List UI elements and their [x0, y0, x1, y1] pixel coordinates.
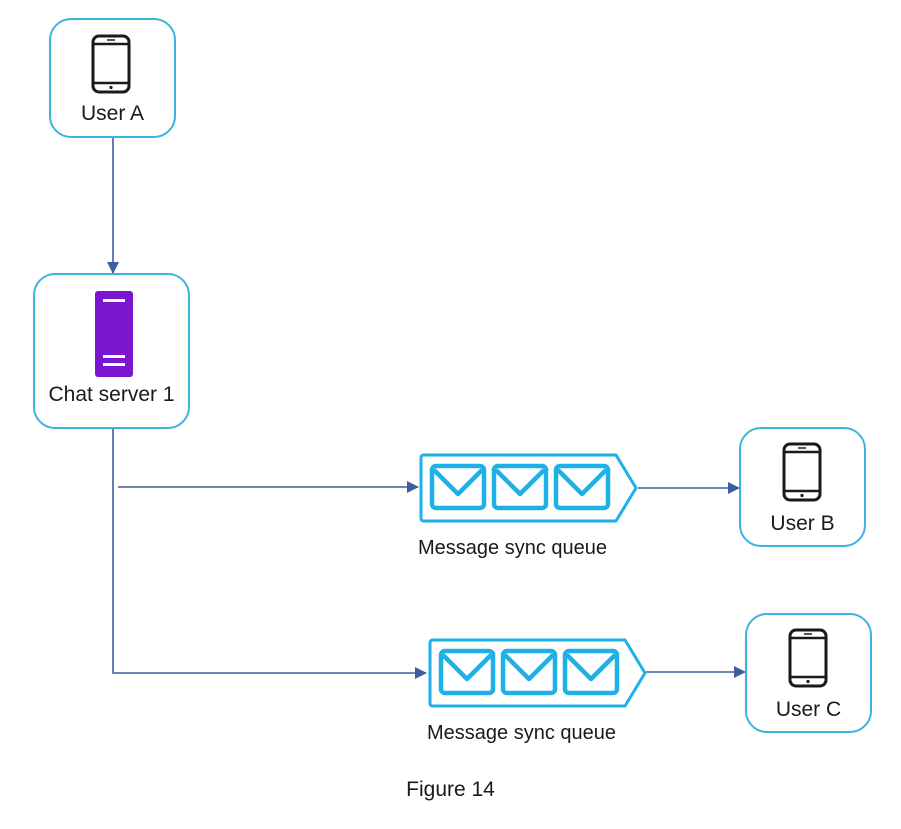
user-c-label: User C [775, 698, 842, 721]
user-c-node: User C [745, 613, 872, 733]
user-b-node: User B [739, 427, 866, 547]
user-a-node: User A [49, 18, 176, 138]
envelope-icon [429, 463, 487, 511]
envelope-icon [553, 463, 611, 511]
chat-server-label: Chat server 1 [48, 383, 175, 406]
envelope-icon [500, 648, 558, 696]
smartphone-icon [91, 34, 131, 94]
queue-2-label: Message sync queue [427, 722, 617, 744]
envelope-icon [438, 648, 496, 696]
chat-server-node: Chat server 1 [33, 273, 190, 429]
figure-caption: Figure 14 [406, 778, 495, 801]
server-icon [95, 291, 133, 377]
smartphone-icon [782, 442, 822, 502]
envelope-icon [491, 463, 549, 511]
edge-chat-server-to-queue-2 [112, 426, 427, 679]
user-a-label: User A [80, 102, 145, 125]
queue-1-label: Message sync queue [418, 537, 608, 559]
envelope-icon [562, 648, 620, 696]
message-sync-queue-1 [419, 453, 638, 523]
user-b-label: User B [770, 512, 835, 535]
smartphone-icon [788, 628, 828, 688]
message-sync-queue-2 [428, 638, 647, 708]
